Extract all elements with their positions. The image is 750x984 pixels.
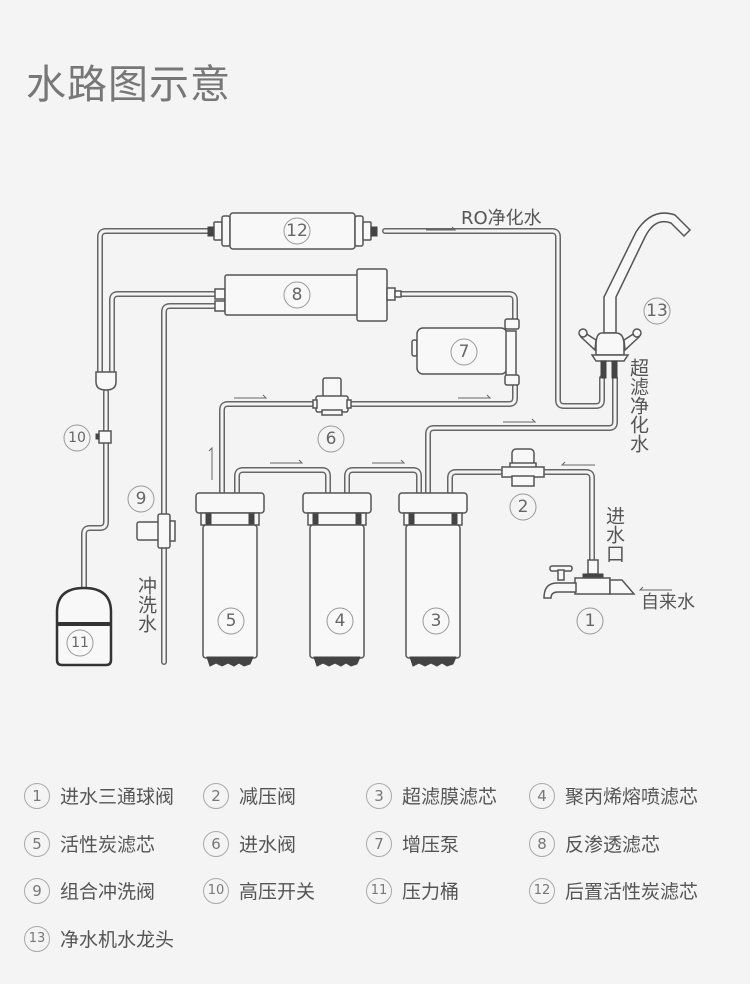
legend-number: 2 [203,782,229,809]
inlet-valve [312,377,352,416]
legend-item: 9 组合冲洗阀 [24,877,155,904]
legend-number: 7 [366,830,392,857]
marker-13: 13 [646,301,668,321]
legend-label: 进水阀 [239,834,297,856]
pressure-reducing-valve [501,448,545,487]
inlet-ball-valve [543,559,636,599]
legend-item: 13 净水机水龙头 [24,925,174,952]
legend-number: 5 [24,830,50,857]
legend-number: 11 [366,877,392,904]
marker-2: 2 [518,497,529,517]
marker-1: 1 [585,611,596,631]
legend-number: 3 [366,782,392,809]
marker-3: 3 [431,611,442,631]
label-ro-water: RO净化水 [461,208,542,229]
legend-item: 1 进水三通球阀 [24,782,174,809]
legend-label: 增压泵 [402,834,460,856]
legend-number: 9 [24,877,50,904]
legend-item: 12 后置活性炭滤芯 [529,877,698,904]
number-markers: 12 8 7 13 6 2 5 4 3 1 9 10 11 [63,217,671,657]
page-title: 水路图示意 [26,62,231,108]
pressure-tank [55,586,113,667]
legend-number: 12 [529,877,555,904]
legend-label: 进水三通球阀 [60,786,175,808]
post-carbon-filter [207,212,378,250]
marker-6: 6 [326,429,337,449]
legend-label: 组合冲洗阀 [60,881,156,903]
legend-item: 4 聚丙烯熔喷滤芯 [529,782,698,809]
legend-number: 10 [203,877,229,904]
legend-label: 反渗透滤芯 [565,834,661,856]
legend-item: 6 进水阀 [203,830,296,857]
legend-label: 活性炭滤芯 [60,834,156,856]
legend-number: 13 [24,925,50,952]
legend-number: 4 [529,782,555,809]
marker-7: 7 [459,342,470,362]
marker-8: 8 [292,285,303,305]
legend-item: 5 活性炭滤芯 [24,830,155,857]
legend-label: 高压开关 [239,881,316,903]
marker-9: 9 [136,489,147,509]
pipes [81,228,618,665]
marker-5: 5 [226,611,237,631]
legend-label: 压力桶 [402,881,460,903]
label-tap-water: 自来水 [641,592,695,613]
label-flush-water: 冲洗水 [135,576,157,633]
marker-10: 10 [68,430,86,446]
legend-item: 8 反渗透滤芯 [529,830,660,857]
marker-11: 11 [71,635,89,651]
legend-label: 净水机水龙头 [60,929,175,951]
filter-housing-4 [302,492,372,667]
label-inlet: 进水口 [603,506,625,563]
filter-housing-3 [398,492,468,667]
flow-arrows [208,226,672,591]
legend-item: 2 减压阀 [203,782,296,809]
legend-label: 后置活性炭滤芯 [565,881,699,903]
high-pressure-switch [95,430,112,444]
marker-12: 12 [286,221,308,241]
label-uf-water: 超滤净化水 [627,358,649,453]
legend-item: 11 压力桶 [366,877,459,904]
legend-label: 聚丙烯熔喷滤芯 [565,786,699,808]
legend-item: 7 增压泵 [366,830,459,857]
ro-filter [214,268,402,322]
legend-number: 6 [203,830,229,857]
legend-item: 10 高压开关 [203,877,315,904]
legend-number: 8 [529,830,555,857]
tee-fitting [95,371,117,391]
marker-4: 4 [335,611,346,631]
legend-label: 超滤膜滤芯 [402,786,498,808]
faucet [578,212,692,379]
legend-number: 1 [24,782,50,809]
legend-item: 3 超滤膜滤芯 [366,782,497,809]
flush-valve [136,513,176,549]
booster-pump [411,318,520,386]
legend-label: 减压阀 [239,786,297,808]
filter-housing-5 [195,492,265,667]
